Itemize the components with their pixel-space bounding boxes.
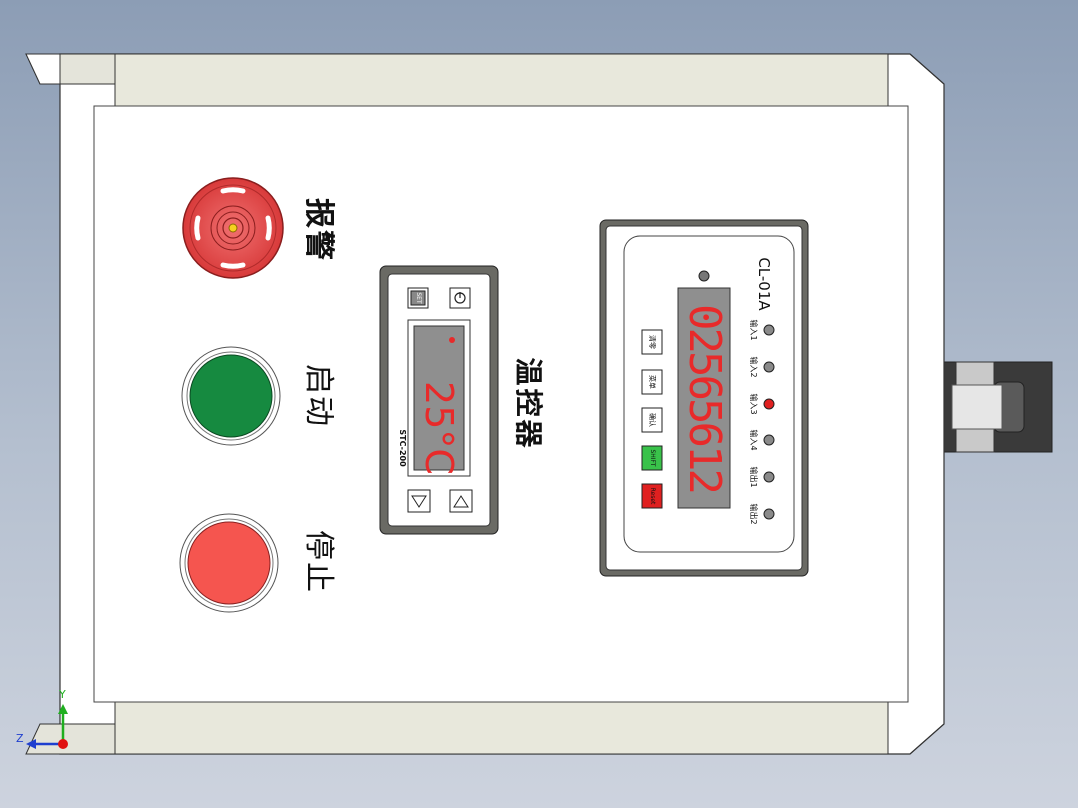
counter-display (677, 287, 731, 509)
counter-key-3[interactable] (641, 407, 663, 433)
counter-key-reset[interactable] (641, 483, 663, 509)
axis-triad (26, 704, 68, 749)
side-connector (943, 361, 1053, 453)
indicator-led-active (763, 398, 775, 410)
up-arrow-icon (453, 495, 469, 508)
bottom-flange (114, 701, 889, 755)
indicator-led (763, 471, 775, 483)
down-key[interactable] (407, 489, 431, 513)
top-flange (114, 53, 889, 107)
indicator-led (763, 508, 775, 520)
temperature-controller (379, 265, 499, 535)
counter-key-2[interactable] (641, 369, 663, 395)
alarm-light (182, 177, 284, 279)
bottom-left-bracket (25, 723, 116, 755)
indicator-led (763, 361, 775, 373)
up-key[interactable] (449, 489, 473, 513)
indicator-led (763, 324, 775, 336)
stop-button[interactable] (179, 513, 279, 613)
axis-z-label: Z (16, 732, 24, 745)
counter-key-shift[interactable] (641, 445, 663, 471)
counter-key-1[interactable] (641, 329, 663, 355)
axis-y-label: Y (59, 688, 66, 701)
indicator-led (763, 434, 775, 446)
counter-device (599, 219, 809, 577)
down-arrow-icon (411, 495, 427, 508)
temp-display (413, 325, 465, 471)
start-button[interactable] (181, 346, 281, 446)
